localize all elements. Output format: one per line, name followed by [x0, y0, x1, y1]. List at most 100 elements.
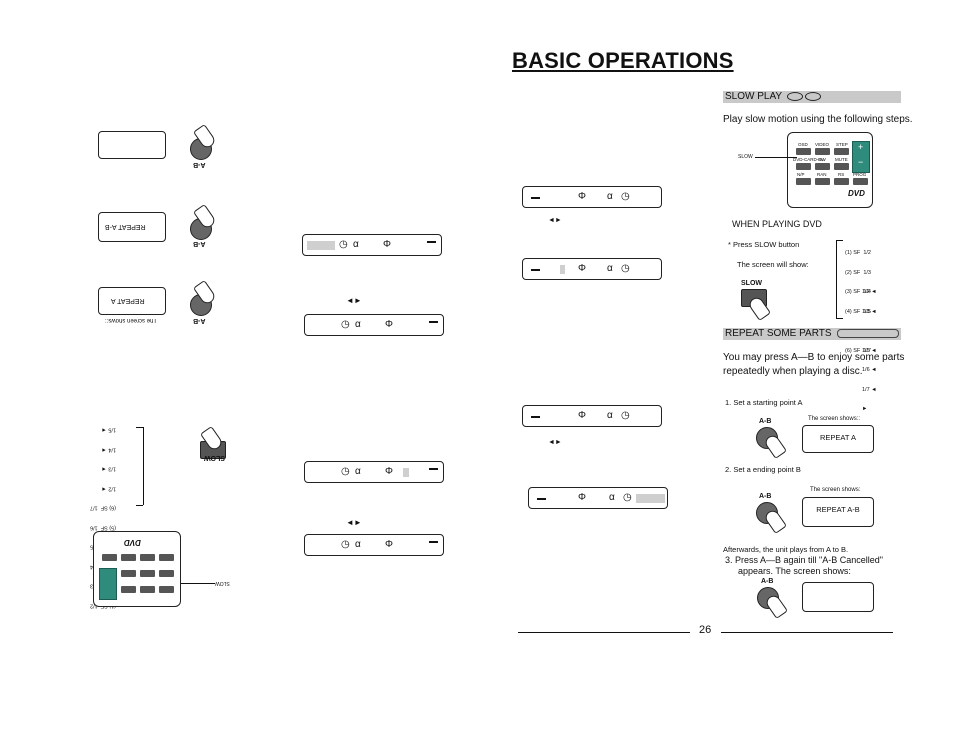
subtitle-icon: Φ: [385, 466, 393, 477]
subtitle-icon: Φ: [578, 263, 586, 274]
mirrored-bracket-top: [136, 427, 143, 428]
audio-icon: α: [355, 319, 361, 330]
arrows-icon: ◄►: [346, 518, 362, 527]
clock-icon: ◷: [621, 263, 630, 274]
clock-icon: ◷: [341, 539, 350, 550]
speed-item: (5) SF 1/6: [90, 524, 116, 531]
page-title: BASIC OPERATIONS: [512, 48, 734, 73]
remote-label-rs: RS: [838, 172, 845, 177]
arrows-icon: ◄►: [548, 217, 562, 224]
mirrored-slow-label: SLOW: [204, 454, 225, 461]
audio-icon: α: [355, 466, 361, 477]
volume-keys-highlight: [99, 568, 117, 600]
dash-icon: [429, 541, 438, 543]
repeat-a-screen: REPEAT A: [802, 425, 874, 453]
remote-key-rs: [834, 178, 849, 185]
remote-key-ran: [815, 178, 830, 185]
mirrored-osd-bar-4: ◷ α Φ: [304, 534, 444, 556]
remote-key-slow: [796, 163, 811, 170]
clock-icon: ◷: [341, 319, 350, 330]
footer-rule-left: [518, 632, 690, 633]
subtitle-icon: Φ: [385, 319, 393, 330]
afterwards-text: Afterwards, the unit plays from A to B.: [723, 545, 849, 554]
step1-text: 1. Set a starting point A: [725, 398, 803, 407]
mirrored-ab-label-2: A-B: [193, 240, 206, 247]
speed-item: (1) SF 1/2: [845, 250, 871, 256]
repeat-header-text: REPEAT SOME PARTS: [725, 328, 832, 339]
speed-item: (2) SF 1/3: [845, 269, 871, 276]
finger-press-icon: [763, 592, 789, 620]
remote-label-prog: PROG: [853, 172, 867, 177]
ab-label-2: A-B: [759, 493, 772, 500]
clock-icon: ◷: [341, 466, 350, 477]
remote-label-ow: OW: [818, 157, 826, 162]
remote-key-step: [834, 148, 849, 155]
dash-icon: [531, 197, 540, 199]
remote-key-np: [796, 178, 811, 185]
mirrored-blank-screen: [98, 131, 166, 159]
mirrored-bracket-bottom: [136, 505, 143, 506]
subtitle-icon: Φ: [383, 239, 391, 250]
press-slow-text: * Press SLOW button: [728, 240, 800, 249]
dash-icon: [537, 498, 546, 500]
screen-will-show-text: The screen will show:: [737, 260, 809, 269]
audio-icon: α: [355, 539, 361, 550]
remote-key: [140, 570, 155, 577]
mirrored-screen-shows: The screen shows::: [105, 317, 158, 323]
ab-label-1: A-B: [759, 418, 772, 425]
remote-key: [121, 586, 136, 593]
reverse-item: 1/5 ◄: [862, 347, 877, 354]
subtitle-icon: Φ: [578, 191, 586, 202]
osd-bar-2: Φ α ◷: [522, 258, 662, 280]
blank-screen: [802, 582, 874, 612]
dvd-disc-icon: [786, 91, 803, 101]
page-number: 26: [699, 624, 712, 636]
clock-icon: ◷: [621, 191, 630, 202]
speed-item: (3) SF 1/4: [845, 289, 871, 295]
remote-key-osd: [796, 148, 811, 155]
remote-label-osd: OSD: [798, 142, 808, 147]
remote-label-video: VIDEO: [815, 142, 830, 147]
subtitle-icon: Φ: [578, 410, 586, 421]
repeat-ab-screen: REPEAT A-B: [802, 497, 874, 527]
remote-label-np: N/P: [797, 172, 805, 177]
audio-icon: α: [353, 239, 359, 250]
slow-play-header: SLOW PLAY: [723, 91, 901, 103]
reverse-item: 1/3 ◄: [862, 308, 877, 315]
disc-icons: [837, 328, 900, 338]
remote-label-mute: MUTE: [835, 157, 848, 162]
remote-key: [159, 570, 174, 577]
vcd-disc-icon: [805, 91, 822, 101]
slow-callout-line: [755, 157, 797, 158]
reverse-item: 1/4 ◄: [101, 446, 116, 453]
footer-rule-right: [721, 632, 893, 633]
mirrored-repeat-a-screen: REPEAT A: [98, 287, 166, 315]
step1-shows-text: The screen shows::: [808, 416, 861, 422]
reverse-item: 1/6 ◄: [862, 367, 877, 373]
mirrored-repeat-ab-text: REPEAT A-B: [105, 223, 146, 230]
mirrored-osd-bar-1: ◷ α Φ: [302, 234, 442, 256]
arrows-icon: ◄►: [548, 439, 562, 446]
finger-press-icon: [762, 507, 788, 535]
dash-icon: [531, 269, 540, 271]
remote-key-mute: [834, 163, 849, 170]
plus-icon: +: [858, 142, 864, 152]
reverse-item: 1/2 ◄: [101, 485, 116, 492]
speed-bracket-bottom: [836, 318, 843, 319]
mirrored-remote-image: DVD: [93, 531, 181, 607]
remote-control-image: OSD VIDEO STEP DVD-CARD-SL OW MUTE N/P R…: [787, 132, 873, 208]
mirrored-ab-label-3: A-B: [193, 317, 206, 324]
clock-icon: ◷: [621, 410, 630, 421]
remote-label-slow: DVD-CARD-SL: [793, 157, 824, 162]
slow-callout-label: SLOW: [738, 154, 753, 160]
mirrored-slow-callout-line: [181, 583, 215, 584]
remote-key: [121, 554, 136, 561]
step2-text: 2. Set a ending point B: [725, 465, 801, 474]
mirrored-repeat-ab-screen: REPEAT A-B: [98, 212, 166, 242]
slow-play-intro: Play slow motion using the following ste…: [723, 114, 913, 125]
audio-icon: α: [609, 492, 615, 503]
mirrored-repeat-a-text: REPEAT A: [111, 297, 145, 304]
clock-icon: ◷: [339, 239, 348, 250]
arrows-icon: ◄►: [346, 296, 362, 305]
minus-icon: −: [858, 157, 864, 167]
